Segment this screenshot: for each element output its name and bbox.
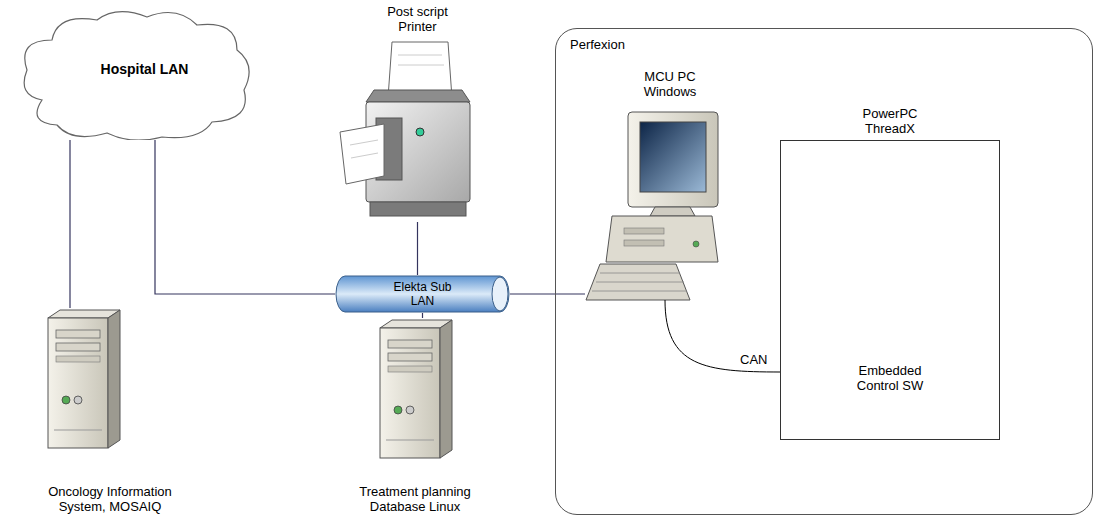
box-heading: PowerPC ThreadX [840, 106, 940, 136]
network-link [422, 313, 423, 318]
workstation: MCU PC Windows [585, 65, 735, 300]
link-label: CAN [738, 352, 769, 367]
network-link [69, 140, 70, 308]
node-label: Elekta Sub LAN [392, 280, 454, 308]
network-link [510, 293, 585, 294]
heading-area: PowerPC ThreadX [780, 92, 1000, 140]
embedded-box: PowerPC ThreadX Embedded Control SW [780, 92, 1000, 440]
box-outline: Embedded Control SW [780, 140, 1000, 440]
printer-icon [340, 42, 470, 216]
box-text: Embedded Control SW [840, 363, 940, 393]
system-boundary: PerfexionMCU PC WindowsPowerPC ThreadX Em… [555, 28, 1093, 515]
pc-icon [586, 112, 718, 300]
network-link [155, 140, 335, 294]
cloud-network: Hospital LAN [12, 5, 257, 140]
node-label: Hospital LAN [101, 61, 189, 77]
network-pipe: Elekta Sub LAN [335, 275, 510, 313]
node-label: Post script Printer [377, 4, 459, 34]
node-label: Perfexion [570, 37, 625, 52]
network-link [417, 222, 418, 275]
network-link [665, 300, 780, 372]
server-device: Oncology Information System, MOSAIQ [20, 308, 200, 518]
printer-device: Post script Printer [355, 0, 480, 222]
node-label: Treatment planning Database Linux [348, 484, 483, 514]
server-icon [380, 320, 452, 458]
node-label: MCU PC Windows [632, 69, 708, 99]
server-icon [48, 310, 120, 448]
server-device: Treatment planning Database Linux [340, 318, 490, 518]
node-label: Oncology Information System, MOSAIQ [43, 484, 178, 514]
